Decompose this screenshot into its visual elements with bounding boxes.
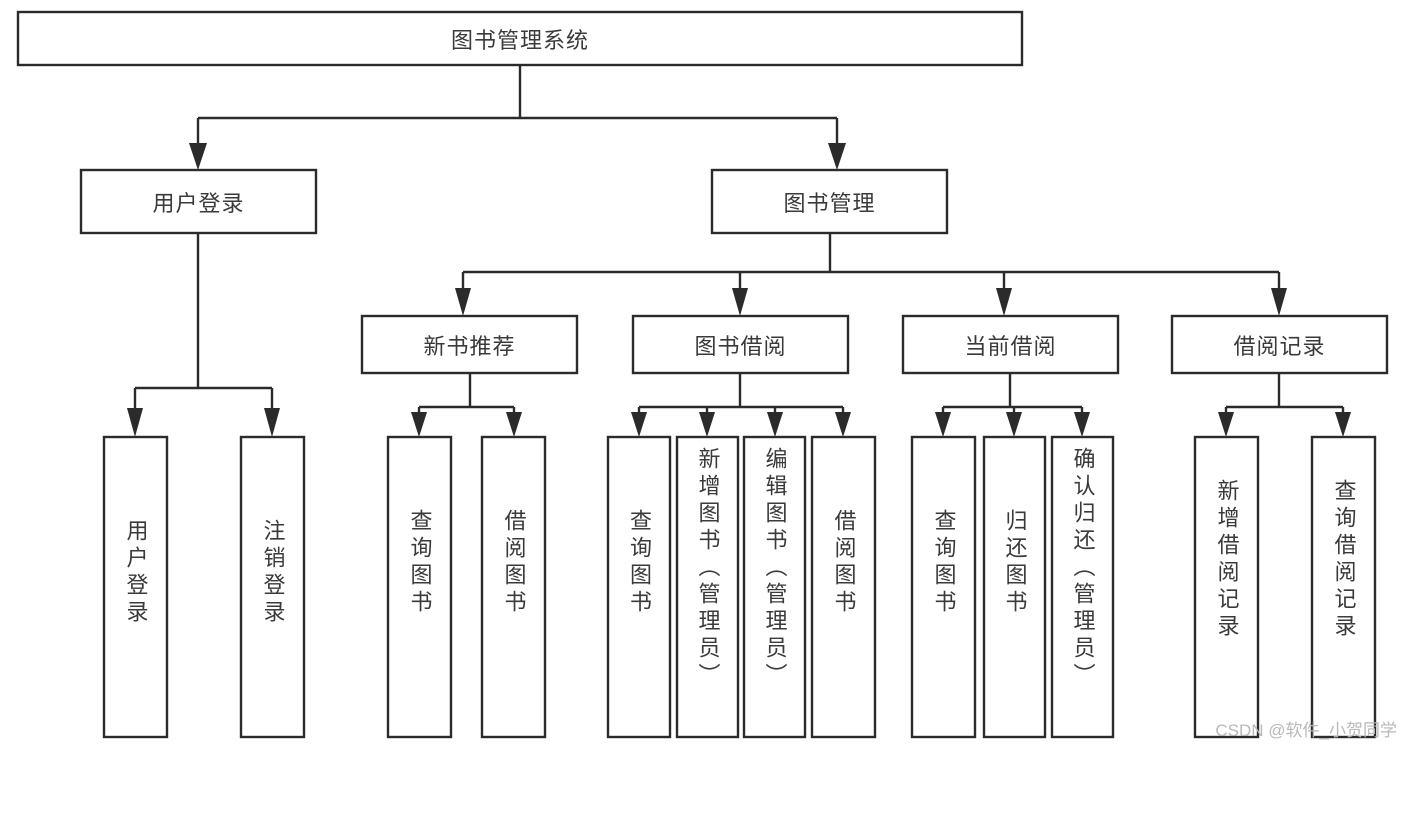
arrow-head-book-borrow [732, 288, 748, 316]
arrow-head-leaf-user-login [127, 408, 143, 437]
node-box-leaf-query-book-current[interactable] [910, 435, 977, 739]
node-box-leaf-query-book-recommend[interactable] [386, 435, 453, 739]
node-box-leaf-borrow-book-recommend[interactable] [480, 435, 547, 739]
node-box-book-borrow[interactable] [631, 314, 850, 375]
arrow-head-leaf-borrow-book-recommend [506, 412, 522, 437]
connector-group-new-book-recommend [411, 373, 522, 437]
arrow-head-leaf-edit-book [767, 412, 783, 437]
arrow-head-leaf-query-borrow-record [1335, 412, 1351, 437]
flowchart-canvas: 图书管理系统 用户登录 图书管理 新书推荐 图书借阅 当前借阅 借阅记录 用户登… [16, 10, 1397, 740]
node-box-user-login[interactable] [79, 168, 318, 235]
node-box-current-borrow[interactable] [901, 314, 1120, 375]
node-box-leaf-return-book[interactable] [982, 435, 1047, 739]
connector-group-book-borrow [631, 373, 851, 437]
node-box-borrow-record[interactable] [1170, 314, 1389, 375]
node-box-new-book-recommend[interactable] [360, 314, 579, 375]
connector-group-book-management [455, 233, 1287, 316]
connector-group-current-borrow [935, 373, 1090, 437]
arrow-head-leaf-add-book [699, 412, 715, 437]
arrow-head-leaf-add-borrow-record [1218, 412, 1234, 437]
node-box-root[interactable] [16, 10, 1024, 67]
arrow-head-leaf-borrow-book [835, 412, 851, 437]
node-box-leaf-user-login[interactable] [102, 435, 169, 739]
node-box-leaf-add-book[interactable] [675, 435, 740, 739]
node-box-leaf-add-borrow-record[interactable] [1193, 435, 1260, 739]
arrow-head-user-login [189, 143, 207, 170]
node-box-leaf-edit-book[interactable] [742, 435, 807, 739]
arrow-head-borrow-record [1271, 288, 1287, 316]
arrow-head-leaf-query-book-recommend [411, 412, 427, 437]
arrow-head-leaf-confirm-return [1074, 412, 1090, 437]
node-box-book-management[interactable] [710, 168, 949, 235]
node-box-leaf-logout[interactable] [239, 435, 306, 739]
node-box-leaf-borrow-book[interactable] [810, 435, 877, 739]
arrow-head-new-book-recommend [455, 288, 471, 316]
arrow-head-leaf-logout [264, 408, 280, 437]
node-box-leaf-confirm-return[interactable] [1050, 435, 1115, 739]
connector-group-root [189, 65, 846, 170]
node-box-leaf-query-borrow-record[interactable] [1310, 435, 1377, 739]
arrow-head-leaf-query-book-current [935, 412, 951, 437]
node-box-leaf-query-book-borrow[interactable] [606, 435, 672, 739]
connector-group-user-login [127, 233, 280, 437]
connector-group-borrow-record [1218, 373, 1351, 437]
arrow-head-leaf-query-book-borrow [631, 412, 647, 437]
arrow-head-current-borrow [996, 288, 1012, 316]
flowchart-svg [16, 10, 1389, 739]
arrow-head-leaf-return-book [1006, 412, 1022, 437]
arrow-head-book-management [828, 143, 846, 170]
